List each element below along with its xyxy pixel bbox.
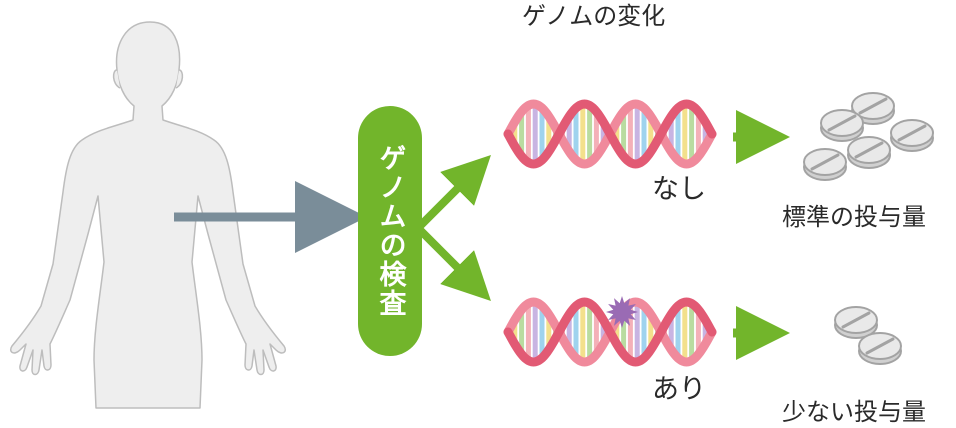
diagram-title: ゲノムの変化 bbox=[522, 2, 666, 30]
pill-icon bbox=[820, 109, 864, 142]
standard-dose-pills bbox=[803, 92, 934, 181]
human-body-icon bbox=[9, 21, 287, 409]
pill-icon bbox=[847, 136, 891, 169]
branch-arrow-present bbox=[415, 225, 491, 301]
genome-test-pill: ゲノムの検査 bbox=[358, 106, 422, 356]
branch-arrow-none bbox=[415, 155, 491, 231]
reduced-dose-pills bbox=[834, 306, 902, 365]
mutation-burst-icon bbox=[606, 296, 638, 328]
standard-dose-label: 標準の投与量 bbox=[782, 203, 926, 231]
pill-icon bbox=[890, 119, 934, 152]
pill-icon bbox=[803, 148, 847, 181]
genome-change-present-label: あり bbox=[652, 374, 706, 405]
pill-icon bbox=[834, 306, 878, 339]
reduced-dose-label: 少ない投与量 bbox=[782, 398, 926, 426]
pill-icon bbox=[858, 332, 902, 365]
genome-test-label: ゲノムの検査 bbox=[374, 144, 406, 318]
genome-change-none-label: なし bbox=[652, 174, 706, 205]
dna-helix-icon bbox=[503, 99, 717, 169]
